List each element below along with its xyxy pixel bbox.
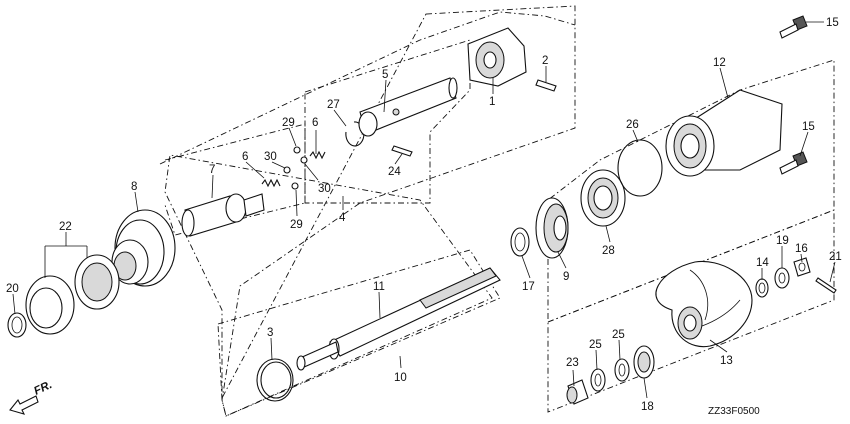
callout-29-lower: 29 [290,219,303,231]
callout-12: 12 [713,57,726,69]
ball-30-b [300,156,308,164]
shaft-group-outline [164,5,576,417]
gear-case-cap-12 [665,89,783,177]
bolt-15-lower [779,151,808,175]
front-direction-arrow-icon [9,395,39,415]
front-indicator-label: FR. [32,379,54,398]
callout-30-upper: 30 [264,151,277,163]
callout-5: 5 [382,69,388,81]
bevel-gear-8 [111,209,176,287]
callout-15-lower: 15 [802,121,815,133]
collar-23 [566,379,589,405]
leader-lines [12,21,836,399]
washer-25-a [614,358,630,382]
callout-24: 24 [388,166,401,178]
dog-clutch-1 [467,27,527,87]
thrust-washer-18 [633,345,655,379]
shim-20 [7,312,27,338]
callout-4: 4 [339,212,346,224]
callout-15-upper: 15 [826,17,839,29]
callout-16: 16 [795,243,808,255]
callout-25-a: 25 [589,339,602,351]
spring-6-lower [261,178,281,188]
callout-14: 14 [756,257,769,269]
callout-19: 19 [776,235,789,247]
clutch-shaft-7 [181,193,265,237]
bolt-15-upper [779,15,808,39]
callout-27: 27 [327,99,340,111]
callout-17: 17 [522,281,535,293]
callout-13: 13 [720,355,733,367]
callout-6-upper: 6 [312,117,318,129]
callout-2: 2 [542,55,548,67]
ball-30-a [283,166,291,174]
callout-23: 23 [566,357,579,369]
callout-25-b: 25 [612,329,625,341]
callout-20: 20 [6,283,19,295]
washer-19 [774,267,790,289]
callout-7: 7 [209,164,215,176]
clutch-subgroup-outline-lower [164,123,306,236]
prop-parts-outline [547,209,835,413]
callout-28: 28 [602,245,615,257]
callout-26: 26 [626,119,639,131]
ball-29-b [293,146,301,154]
ring-3 [256,358,294,402]
callout-11: 11 [373,281,385,293]
drawing-code: ZZ33F0500 [708,406,760,417]
propeller-13 [655,260,753,348]
bearing-22 [25,254,120,335]
shim-17 [510,227,530,257]
callout-3: 3 [267,327,273,339]
clutch-rod-5 [358,77,458,137]
callout-8: 8 [131,181,137,193]
propeller-shaft-10 [296,267,501,371]
washer-25-b [590,368,606,392]
o-ring-26 [617,139,663,197]
cross-pin-2 [535,79,557,92]
ball-29-a [291,182,299,190]
ball-bearing-28 [580,169,626,227]
cotter-pin-21 [815,277,837,294]
callout-9: 9 [563,271,569,283]
callout-21: 21 [829,251,842,263]
washer-14 [755,278,769,298]
clutch-subgroup-outline [304,39,471,204]
spring-6-upper [309,150,326,160]
callout-30-lower: 30 [318,183,331,195]
bevel-gear-9 [535,197,569,259]
callout-10: 10 [394,372,407,384]
callout-1: 1 [489,96,495,108]
upper-gear-group-outline [159,11,576,165]
pin-24 [391,145,413,157]
callout-22: 22 [59,221,72,233]
callout-29-upper: 29 [282,117,295,129]
callout-6-lower: 6 [242,151,248,163]
callout-18: 18 [641,401,654,413]
